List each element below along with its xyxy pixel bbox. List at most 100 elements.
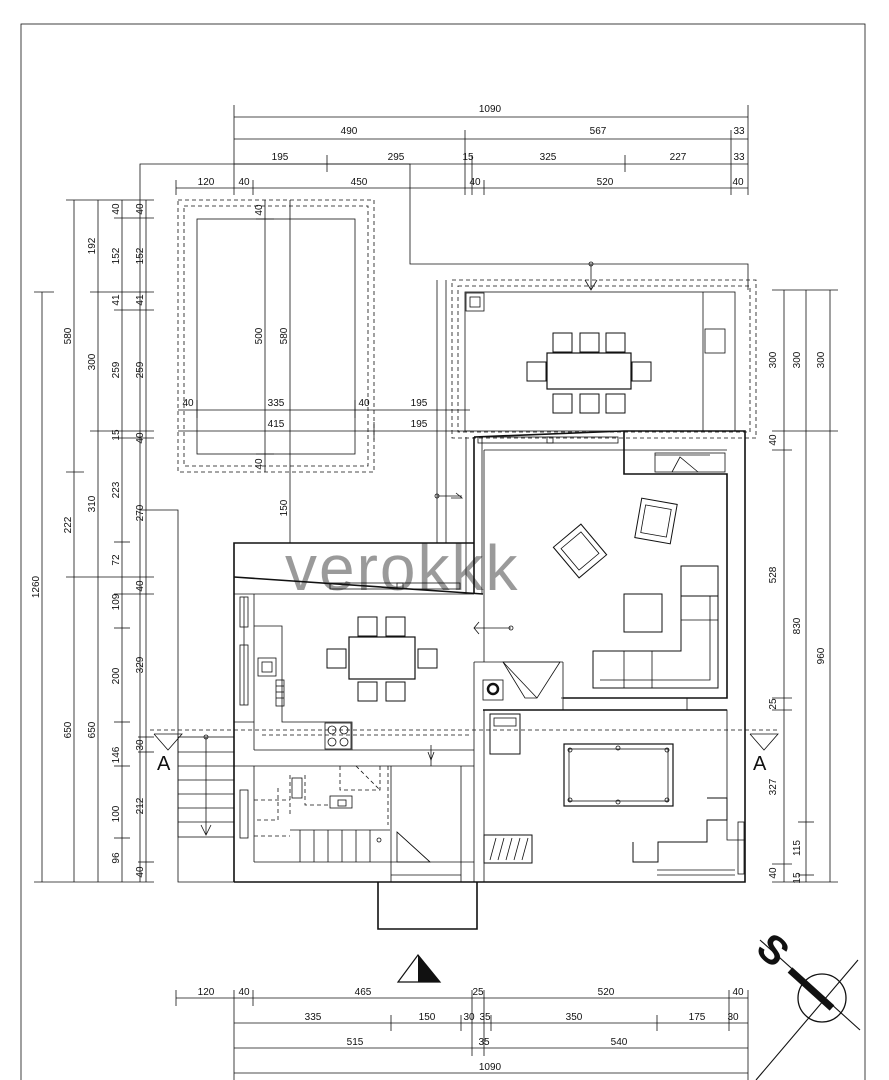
- compass-letter: S: [748, 925, 797, 976]
- dim-bottom-r2-1: 335: [305, 1012, 322, 1023]
- section-mark-right: A: [753, 753, 767, 775]
- exterior-steps: [177, 734, 235, 838]
- dim-bottom-r1-4: 25: [472, 987, 484, 998]
- right-dimensions: [772, 289, 838, 883]
- dim-bottom-r1-3: 465: [355, 987, 372, 998]
- terrace-dining-set: [526, 332, 652, 414]
- dim-left-c5-6: 270: [135, 504, 146, 521]
- dim-bottom-r1-6: 40: [732, 987, 744, 998]
- dim-left-c2-1: 580: [63, 327, 74, 344]
- dim-pool-w1-1: 40: [182, 398, 194, 409]
- dim-right-c1-4: 25: [768, 698, 779, 710]
- dim-left-c5-1: 40: [135, 203, 146, 215]
- dim-bottom-r3-1: 515: [347, 1037, 364, 1048]
- dim-top-r3-1: 120: [198, 177, 215, 188]
- dim-left-c4-3: 41: [111, 294, 122, 306]
- dim-right-c1-2: 40: [768, 434, 779, 446]
- entrance-arrow-fill: [418, 955, 440, 982]
- living-room-furniture: [552, 452, 726, 689]
- game-room: [483, 713, 728, 864]
- dim-bottom-r2-6: 175: [689, 1012, 706, 1023]
- dim-left-c4-12: 96: [111, 852, 122, 864]
- dim-bottom-r3-2: 35: [478, 1037, 490, 1048]
- dim-left-c5-10: 212: [135, 797, 146, 814]
- dim-pool-w1-2: 335: [268, 398, 285, 409]
- dim-bottom-r2-2: 150: [419, 1012, 436, 1023]
- dim-bottom-r1-5: 520: [598, 987, 615, 998]
- site-lines: [139, 163, 749, 883]
- dim-right-c1-6: 40: [768, 867, 779, 879]
- dim-bottom-total: 1090: [479, 1062, 502, 1073]
- dim-top-r3-3: 450: [351, 177, 368, 188]
- dim-left-total: 1260: [31, 575, 42, 598]
- dim-pool-gap2: 195: [411, 419, 428, 430]
- bottom-dimension-labels: 120 40 465 25 520 40 335 150 30 35 350 1…: [198, 987, 744, 1073]
- dim-pool-bottom: 40: [254, 458, 265, 470]
- dim-right-c3-1: 300: [816, 351, 827, 368]
- dining-set: [326, 616, 438, 702]
- dim-walk: 150: [279, 499, 290, 516]
- dim-left-c2-2: 222: [63, 516, 74, 533]
- top-dimensions: 1090 490 567 33 195 295 15 325 227 33 12…: [175, 104, 749, 195]
- dim-top-r3-2: 40: [238, 177, 250, 188]
- dim-left-c4-2: 152: [111, 247, 122, 264]
- dim-top-r2-3: 15: [462, 152, 474, 163]
- dim-right-c2-2: 830: [792, 617, 803, 634]
- dim-pool-w1-3: 40: [358, 398, 370, 409]
- dim-top-r3-6: 40: [732, 177, 744, 188]
- dim-right-c2-1: 300: [792, 351, 803, 368]
- fireplace: [482, 661, 561, 701]
- dim-top-r1-2: 567: [590, 126, 607, 137]
- dim-right-c2-3: 115: [792, 840, 803, 856]
- dim-top-r1-3: 33: [733, 126, 745, 137]
- dim-left-c5-8: 329: [135, 656, 146, 673]
- staircase: [254, 745, 435, 863]
- dim-left-c2-3: 650: [63, 721, 74, 738]
- dim-left-c4-10: 146: [111, 746, 122, 763]
- dim-left-c4-9: 200: [111, 667, 122, 684]
- dim-right-c1-3: 528: [768, 566, 779, 583]
- dim-left-c4-4: 259: [111, 361, 122, 378]
- dim-left-c4-1: 40: [111, 203, 122, 215]
- dim-pool-h-inner: 500: [254, 327, 265, 344]
- section-mark-left: A: [157, 753, 171, 775]
- dim-left-c3-1: 192: [87, 237, 98, 254]
- dim-right-c3-2: 960: [816, 647, 827, 664]
- dim-right-c1-1: 300: [768, 351, 779, 368]
- watermark: verokkk: [285, 532, 520, 604]
- dim-left-c3-3: 310: [87, 495, 98, 512]
- pool: 40 335 40 415 195 195 500 580 40 40 150: [177, 199, 470, 543]
- dim-left-c5-9: 30: [135, 739, 146, 751]
- dim-bottom-r2-4: 35: [479, 1012, 491, 1023]
- terrace: [451, 261, 757, 439]
- windows: [239, 436, 745, 875]
- dim-pool-gap: 195: [411, 398, 428, 409]
- dim-top-r1-1: 490: [341, 126, 358, 137]
- dim-bottom-r1-1: 120: [198, 987, 215, 998]
- dim-left-c4-11: 100: [111, 805, 122, 822]
- dim-bottom-r3-3: 540: [611, 1037, 628, 1048]
- dim-bottom-r2-5: 350: [566, 1012, 583, 1023]
- left-dimension-labels: 1260 580 222 650 192 300 310 650 40 152 …: [31, 203, 146, 878]
- dim-left-c3-4: 650: [87, 721, 98, 738]
- dim-top-r2-1: 195: [272, 152, 289, 163]
- dim-left-c5-3: 41: [135, 294, 146, 306]
- dim-left-c5-2: 152: [135, 247, 146, 264]
- bottom-dimensions: [175, 990, 749, 1080]
- dim-top-total: 1090: [479, 104, 502, 115]
- dim-left-c4-6: 223: [111, 481, 122, 498]
- dim-top-r3-4: 40: [469, 177, 481, 188]
- dim-top-r2-6: 33: [733, 152, 745, 163]
- section-line: A A: [150, 729, 780, 775]
- dim-pool-top: 40: [254, 204, 265, 216]
- dim-bottom-r1-2: 40: [238, 987, 250, 998]
- dim-bottom-r2-3: 30: [463, 1012, 475, 1023]
- dim-pool-w2: 415: [268, 419, 285, 430]
- dim-top-r2-5: 227: [670, 152, 687, 163]
- dim-top-r2-4: 325: [540, 152, 557, 163]
- dim-left-c4-8: 109: [111, 593, 122, 610]
- dim-top-r2-2: 295: [388, 152, 405, 163]
- dim-left-c4-5: 15: [111, 429, 122, 441]
- dim-left-c4-7: 72: [111, 554, 122, 566]
